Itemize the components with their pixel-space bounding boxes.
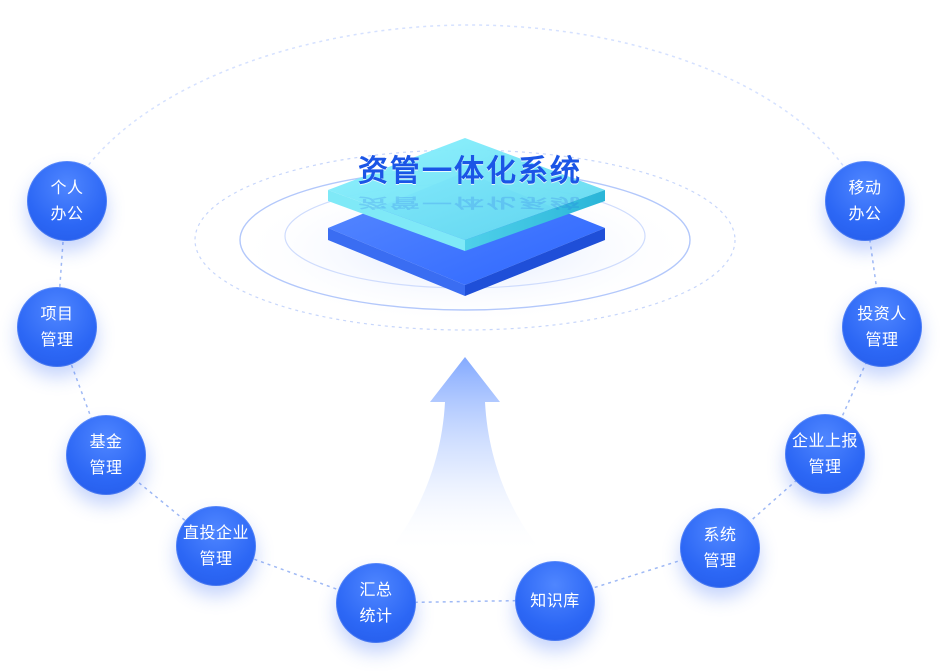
slab-top-left — [328, 190, 465, 251]
node-label: 企业上报 管理 — [791, 431, 858, 476]
node-label: 系统 管理 — [703, 525, 737, 570]
node-direct-invest-mgmt[interactable]: 直投企业 管理 — [176, 506, 256, 586]
node-label: 项目 管理 — [40, 304, 74, 349]
node-fund-mgmt[interactable]: 基金 管理 — [66, 415, 146, 495]
node-knowledge-base[interactable]: 知识库 — [515, 561, 595, 641]
node-summary-stats[interactable]: 汇总 统计 — [336, 563, 416, 643]
upward-arrow — [385, 357, 545, 555]
node-system-mgmt[interactable]: 系统 管理 — [680, 508, 760, 588]
orbit-arc-bottom — [56, 199, 883, 604]
ring-dashed — [194, 149, 736, 331]
node-label: 投资人 管理 — [857, 304, 907, 349]
system-title: 资管一体化系统 — [358, 154, 582, 189]
slab-top-top — [328, 138, 605, 240]
node-label: 移动 办公 — [848, 178, 882, 223]
node-label: 汇总 统计 — [359, 580, 393, 625]
node-enterprise-report-mgmt[interactable]: 企业上报 管理 — [785, 414, 865, 494]
slab-top-right — [465, 190, 605, 251]
node-investor-mgmt[interactable]: 投资人 管理 — [842, 287, 922, 367]
node-label: 直投企业 管理 — [182, 523, 249, 568]
node-label: 个人 办公 — [50, 178, 84, 223]
slab-bottom-right — [465, 228, 605, 296]
node-project-mgmt[interactable]: 项目 管理 — [17, 287, 97, 367]
node-label: 知识库 — [530, 591, 580, 610]
node-mobile-office[interactable]: 移动 办公 — [825, 161, 905, 241]
node-label: 基金 管理 — [89, 432, 123, 477]
node-personal-office[interactable]: 个人 办公 — [27, 161, 107, 241]
slab-bottom-left — [328, 228, 465, 296]
